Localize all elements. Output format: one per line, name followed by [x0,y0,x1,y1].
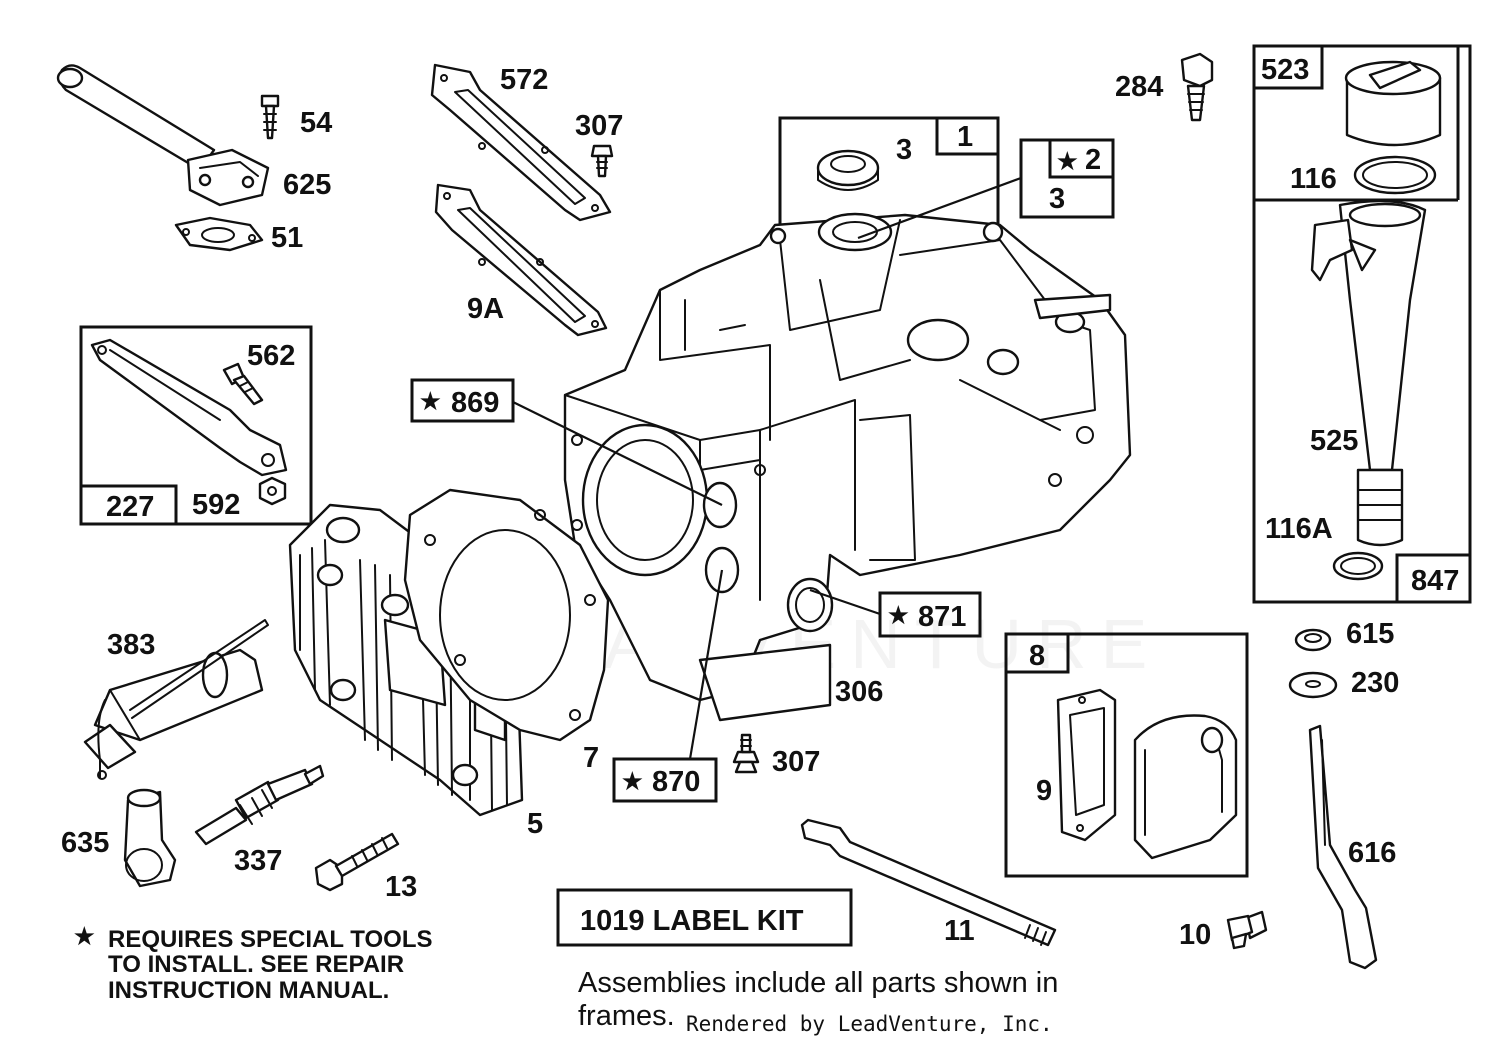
label-51: 51 [271,222,303,254]
label-523: 523 [1261,54,1309,86]
gasket-51[interactable] [174,216,264,252]
frame-227 [79,325,313,526]
breather-gasket-9[interactable] [1056,688,1117,842]
label-592: 592 [192,489,240,521]
label-2: 2 [1085,144,1101,176]
screw-562[interactable] [222,362,264,406]
label-54: 54 [300,107,332,139]
label-616: 616 [1348,837,1396,869]
label-383: 383 [107,629,155,661]
screw-54[interactable] [260,94,280,140]
label-306: 306 [835,676,883,708]
seal-3[interactable] [816,149,880,191]
label-562: 562 [247,340,295,372]
label-307-top: 307 [575,110,623,142]
governor-shaft-11[interactable] [800,818,1057,947]
label-870: 870 [652,766,700,798]
frame-847 [1252,44,1472,604]
o-ring-116a[interactable] [1332,551,1384,581]
nut-592[interactable] [258,476,287,506]
cylinder-block[interactable] [563,212,1132,722]
bolt-13[interactable] [314,832,400,892]
note-line-3: INSTRUCTION MANUAL. [108,977,389,1004]
o-ring-116[interactable] [1353,155,1437,195]
label-227: 227 [106,491,154,523]
label-230: 230 [1351,667,1399,699]
label-kit-box: 1019 LABEL KIT [556,888,853,947]
label-572: 572 [500,64,548,96]
label-635: 635 [61,827,109,859]
spark-plug-boot-635[interactable] [123,788,177,888]
gasket-9a[interactable] [434,183,608,337]
washer-615[interactable] [1294,628,1332,652]
label-10: 10 [1179,919,1211,951]
breather-cover[interactable] [1133,714,1238,860]
label-869: 869 [451,387,499,419]
label-kit-text: 1019 LABEL KIT [580,905,804,937]
label-625: 625 [283,169,331,201]
label-847: 847 [1411,565,1459,597]
label-8: 8 [1029,640,1045,672]
spark-plug-wrench-383[interactable] [83,619,269,780]
callout-870: ★ 870 [612,569,724,803]
label-525: 525 [1310,425,1358,457]
label-116a: 116A [1265,513,1333,545]
callout-871: ★ 871 [809,588,982,638]
dipstick-616[interactable] [1308,724,1378,970]
bolt-284[interactable] [1180,52,1214,122]
plug-10[interactable] [1226,910,1268,950]
label-871: 871 [918,601,966,633]
star-871: ★ [888,602,909,628]
rendered-by-credit: Rendered by LeadVenture, Inc. [686,1012,1053,1036]
star-870: ★ [622,768,643,794]
assemblies-note-line-2: frames. [578,1000,675,1032]
label-13: 13 [385,871,417,903]
gasket-572[interactable] [430,63,612,222]
note-line-1: REQUIRES SPECIAL TOOLS [108,926,433,953]
label-1: 1 [957,121,973,153]
screw-307-top[interactable] [590,144,614,178]
screw-307-bottom[interactable] [732,733,760,774]
spark-plug-337[interactable] [194,764,325,846]
label-284: 284 [1115,71,1163,103]
label-5: 5 [527,808,543,840]
label-337: 337 [234,845,282,877]
special-tools-note: ★ REQUIRES SPECIAL TOOLS TO INSTALL. SEE… [74,923,433,1004]
breather-tube-625[interactable] [56,64,270,207]
dipstick-tube-525[interactable] [1310,199,1427,547]
label-116: 116 [1290,163,1337,195]
label-3-frame: 3 [1049,183,1065,215]
label-307-bottom: 307 [772,746,820,778]
callout-869: ★ 869 [410,378,723,506]
star-2: ★ [1057,148,1078,174]
note-star: ★ [74,923,95,949]
label-7: 7 [583,742,599,774]
head-gasket-7[interactable] [403,488,610,742]
frame-2: ★ 2 3 [857,138,1115,240]
label-11: 11 [944,915,975,947]
note-line-2: TO INSTALL. SEE REPAIR [108,951,404,978]
label-9: 9 [1036,775,1052,807]
oil-fill-cap-523[interactable] [1344,60,1442,147]
star-869: ★ [420,388,441,414]
label-615: 615 [1346,618,1394,650]
assemblies-note-line-1: Assemblies include all parts shown in [578,967,1058,999]
label-3: 3 [896,134,912,166]
label-9a: 9A [467,293,504,325]
frame-8 [1004,632,1249,878]
frame-1: 1 [778,116,1000,225]
control-bracket[interactable] [90,338,288,477]
washer-230[interactable] [1288,671,1338,699]
